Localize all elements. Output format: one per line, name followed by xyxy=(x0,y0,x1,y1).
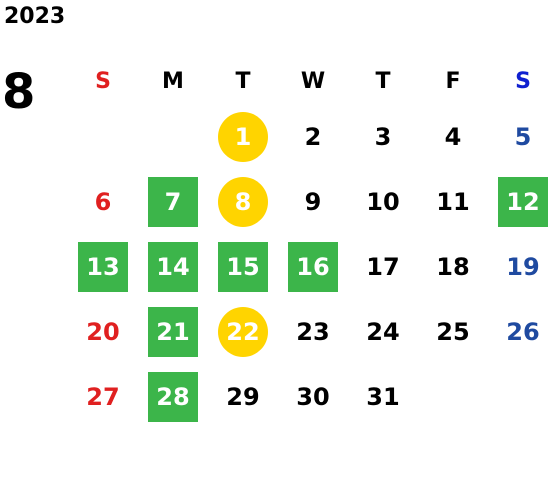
weekday-wednesday: W xyxy=(300,68,326,94)
weekday-cell: T xyxy=(208,58,278,104)
day-number[interactable]: 2 xyxy=(304,122,322,151)
day-number[interactable]: 22 xyxy=(218,306,268,357)
day-cell: 12 xyxy=(488,169,548,234)
day-number[interactable]: 13 xyxy=(78,241,128,292)
day-cell: 28 xyxy=(138,364,208,429)
day-number[interactable]: 27 xyxy=(86,382,120,411)
day-cell: 15 xyxy=(208,234,278,299)
day-cell: 10 xyxy=(348,169,418,234)
day-number[interactable]: 25 xyxy=(436,317,470,346)
day-cell: 16 xyxy=(278,234,348,299)
day-number[interactable]: 11 xyxy=(436,187,470,216)
day-cell: 23 xyxy=(278,299,348,364)
day-cell: 14 xyxy=(138,234,208,299)
day-number[interactable]: 12 xyxy=(498,176,548,227)
day-number[interactable]: 17 xyxy=(366,252,400,281)
day-cell: 17 xyxy=(348,234,418,299)
day-cell: 6 xyxy=(68,169,138,234)
weekday-saturday: S xyxy=(515,68,531,94)
day-cell: 3 xyxy=(348,104,418,169)
day-cell: 25 xyxy=(418,299,488,364)
weekday-cell: F xyxy=(418,58,488,104)
weekday-cell: S xyxy=(488,58,548,104)
day-cell: 2 xyxy=(278,104,348,169)
day-cell xyxy=(138,104,208,169)
weekday-cell: T xyxy=(348,58,418,104)
day-number[interactable]: 4 xyxy=(444,122,462,151)
weekday-cell: W xyxy=(278,58,348,104)
day-number[interactable]: 29 xyxy=(226,382,260,411)
day-cell: 26 xyxy=(488,299,548,364)
day-cell: 8 xyxy=(208,169,278,234)
weekday-thursday: T xyxy=(375,68,391,94)
day-cell: 27 xyxy=(68,364,138,429)
week-row: 1 2 3 4 5 xyxy=(68,104,548,169)
weekday-friday: F xyxy=(445,68,461,94)
day-cell: 19 xyxy=(488,234,548,299)
day-number[interactable]: 3 xyxy=(374,122,392,151)
day-cell: 24 xyxy=(348,299,418,364)
week-row: 13 14 15 16 17 18 19 xyxy=(68,234,548,299)
weekday-monday: M xyxy=(162,68,184,94)
day-number[interactable]: 31 xyxy=(366,382,400,411)
day-cell: 20 xyxy=(68,299,138,364)
day-cell xyxy=(68,104,138,169)
day-cell: 5 xyxy=(488,104,548,169)
day-cell: 13 xyxy=(68,234,138,299)
day-number[interactable]: 28 xyxy=(148,371,198,422)
day-number[interactable]: 14 xyxy=(148,241,198,292)
weekday-header-row: S M T W T F S xyxy=(68,58,548,104)
weekday-tuesday: T xyxy=(235,68,251,94)
day-number[interactable]: 15 xyxy=(218,241,268,292)
day-number[interactable]: 24 xyxy=(366,317,400,346)
day-cell: 18 xyxy=(418,234,488,299)
day-cell: 11 xyxy=(418,169,488,234)
day-number[interactable]: 23 xyxy=(296,317,330,346)
day-number[interactable]: 20 xyxy=(86,317,120,346)
weekday-sunday: S xyxy=(95,68,111,94)
month-label: 8 xyxy=(2,64,36,120)
day-number[interactable]: 18 xyxy=(436,252,470,281)
week-row: 27 28 29 30 31 xyxy=(68,364,548,429)
day-number[interactable]: 7 xyxy=(148,176,198,227)
day-cell: 9 xyxy=(278,169,348,234)
day-cell: 29 xyxy=(208,364,278,429)
day-number[interactable]: 19 xyxy=(506,252,540,281)
day-cell: 21 xyxy=(138,299,208,364)
day-number[interactable]: 5 xyxy=(514,122,532,151)
day-number[interactable]: 9 xyxy=(304,187,322,216)
day-cell: 30 xyxy=(278,364,348,429)
day-cell xyxy=(418,364,488,429)
year-label: 2023 xyxy=(4,4,66,29)
day-number[interactable]: 10 xyxy=(366,187,400,216)
day-number[interactable]: 1 xyxy=(218,111,268,162)
day-number[interactable]: 30 xyxy=(296,382,330,411)
weekday-cell: M xyxy=(138,58,208,104)
day-number[interactable]: 8 xyxy=(218,176,268,227)
day-cell: 7 xyxy=(138,169,208,234)
day-cell: 22 xyxy=(208,299,278,364)
day-number[interactable]: 16 xyxy=(288,241,338,292)
week-row: 20 21 22 23 24 25 26 xyxy=(68,299,548,364)
day-cell xyxy=(488,364,548,429)
weekday-cell: S xyxy=(68,58,138,104)
day-number[interactable]: 26 xyxy=(506,317,540,346)
day-cell: 4 xyxy=(418,104,488,169)
day-cell: 1 xyxy=(208,104,278,169)
day-cell: 31 xyxy=(348,364,418,429)
day-number[interactable]: 21 xyxy=(148,306,198,357)
day-number[interactable]: 6 xyxy=(94,187,112,216)
